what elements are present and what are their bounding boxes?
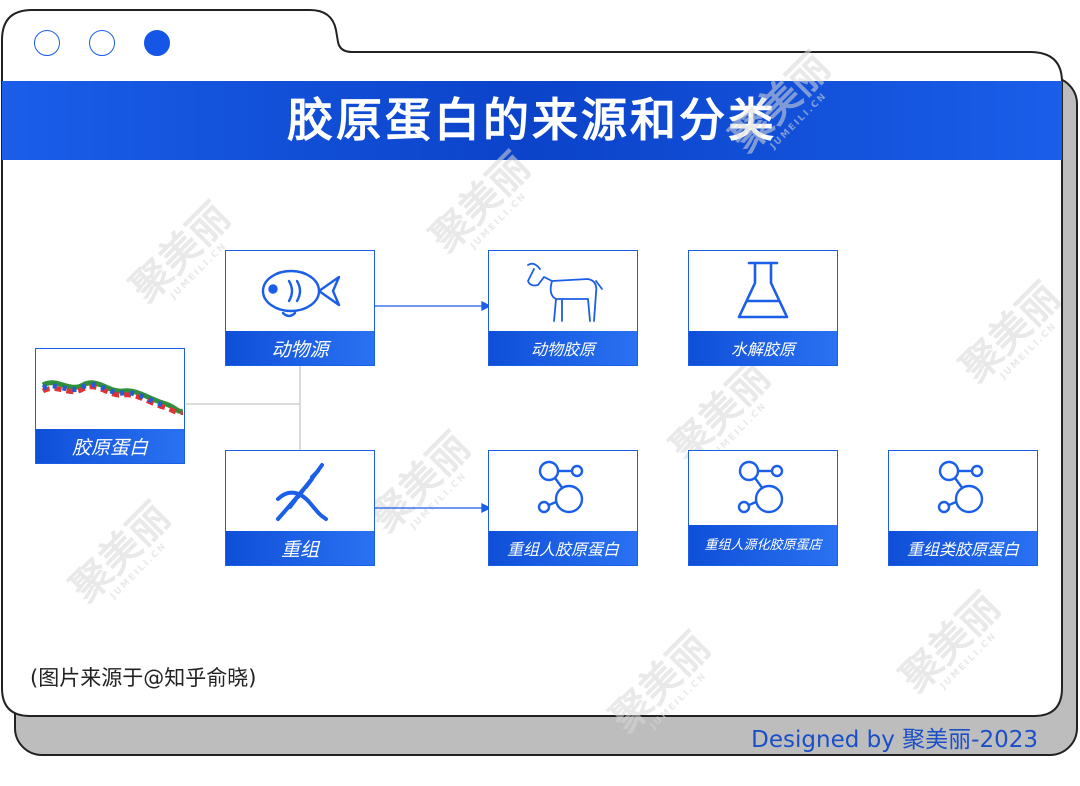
molecule-icon bbox=[737, 460, 784, 514]
node-label: 重组类胶原蛋白 bbox=[889, 531, 1037, 565]
fish-icon bbox=[261, 269, 341, 318]
node-label: 胶原蛋白 bbox=[36, 429, 184, 463]
page-title: 胶原蛋白的来源和分类 bbox=[287, 93, 777, 147]
title-bar: 胶原蛋白的来源和分类 bbox=[2, 81, 1062, 160]
flask-icon bbox=[737, 261, 789, 319]
molecule-icon bbox=[937, 460, 984, 514]
node-hydrolyzed-collagen[interactable]: 水解胶原 bbox=[688, 250, 838, 366]
node-collagen[interactable]: 胶原蛋白 bbox=[35, 348, 185, 464]
footer-credit: Designed by 聚美丽-2023 bbox=[751, 727, 1038, 753]
node-recombinant-humanized-collagen[interactable]: 重组人源化胶原蛋店 bbox=[688, 450, 838, 566]
node-label: 重组人源化胶原蛋店 bbox=[689, 525, 837, 565]
node-label: 水解胶原 bbox=[689, 331, 837, 365]
node-recombinant-like-collagen[interactable]: 重组类胶原蛋白 bbox=[888, 450, 1038, 566]
node-recombinant-source[interactable]: 重组 bbox=[225, 450, 375, 566]
collagen-helix-image bbox=[41, 380, 183, 415]
node-label: 重组人胶原蛋白 bbox=[489, 531, 637, 565]
node-animal-collagen[interactable]: 动物胶原 bbox=[488, 250, 638, 366]
window-dot-2[interactable] bbox=[89, 30, 115, 56]
node-label: 动物源 bbox=[226, 331, 374, 365]
molecule-icon bbox=[537, 460, 584, 514]
dna-icon bbox=[276, 463, 328, 521]
window-dot-3[interactable] bbox=[144, 30, 170, 56]
node-label: 动物胶原 bbox=[489, 331, 637, 365]
node-label: 重组 bbox=[226, 531, 374, 565]
window-dot-1[interactable] bbox=[34, 30, 60, 56]
goat-icon bbox=[527, 262, 603, 322]
node-animal-source[interactable]: 动物源 bbox=[225, 250, 375, 366]
node-recombinant-human-collagen[interactable]: 重组人胶原蛋白 bbox=[488, 450, 638, 566]
image-source-note: (图片来源于@知乎俞晓) bbox=[30, 666, 257, 690]
